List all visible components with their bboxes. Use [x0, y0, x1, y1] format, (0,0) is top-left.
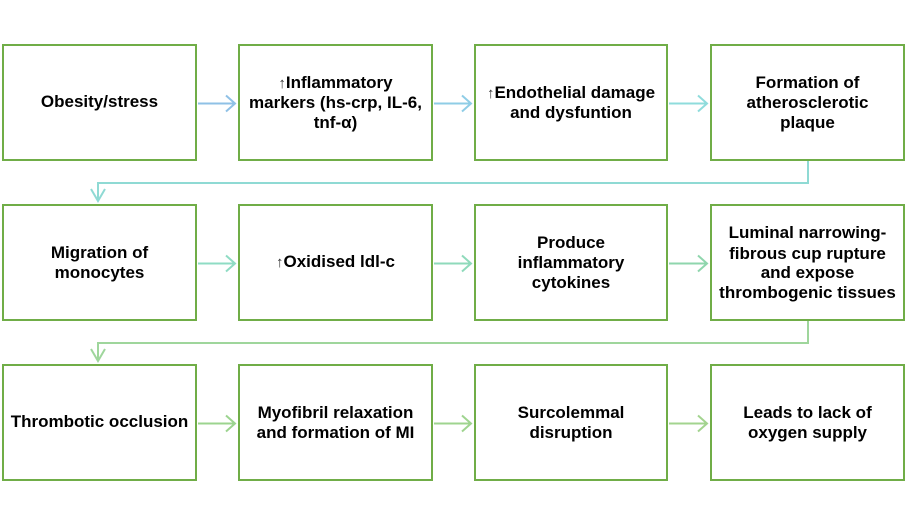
arrow-right-head-icon [461, 254, 473, 273]
up-arrow-icon: ↑ [278, 74, 286, 92]
step-label: Myofibril relaxation and formation of MI [256, 402, 415, 443]
step-inflammatory-cytokines: Produce inflammatory cytokines [474, 204, 668, 321]
step-oxidised-ldl: ↑Oxidised ldl-c [238, 204, 433, 321]
arrow-right-head-icon [225, 414, 237, 433]
arrow-right-head-icon [461, 414, 473, 433]
step-label: Thrombotic occlusion [10, 412, 189, 432]
step-label: Migration of monocytes [50, 242, 149, 283]
step-obesity-stress: Obesity/stress [2, 44, 197, 161]
step-label: ↑Inflammatory markers (hs-crp, IL-6, tnf… [249, 72, 422, 132]
arrow-right-head-icon [461, 94, 473, 113]
step-label: Obesity/stress [40, 92, 159, 112]
step-label: Produce inflammatory cytokines [517, 232, 625, 292]
arrow-down-head-icon [90, 348, 106, 363]
up-arrow-icon: ↑ [486, 84, 495, 102]
step-myofibril-relaxation: Myofibril relaxation and formation of MI [238, 364, 433, 481]
arrow-right-head-icon [225, 254, 237, 273]
step-atherosclerotic-plaque: Formation of atherosclerotic plaque [710, 44, 905, 161]
step-surcolemmal-disruption: Surcolemmal disruption [474, 364, 668, 481]
arrow-right-head-icon [225, 94, 237, 113]
step-label: ↑Oxidised ldl-c [276, 252, 395, 272]
arrow-right-head-icon [697, 414, 709, 433]
step-label: Luminal narrowing-fibrous cup rupture an… [719, 223, 896, 302]
arrow-right-head-icon [697, 94, 709, 113]
arrow-down-head-icon [90, 188, 106, 203]
step-label: Leads to lack of oxygen supply [743, 402, 872, 443]
step-label: Surcolemmal disruption [517, 402, 625, 443]
step-label: ↑Endothelial damage and dysfuntion [486, 82, 656, 123]
arrow-right-head-icon [697, 254, 709, 273]
step-migration-monocytes: Migration of monocytes [2, 204, 197, 321]
step-lack-of-oxygen: Leads to lack of oxygen supply [710, 364, 905, 481]
step-thrombotic-occlusion: Thrombotic occlusion [2, 364, 197, 481]
up-arrow-icon: ↑ [276, 254, 284, 272]
step-endothelial-damage: ↑Endothelial damage and dysfuntion [474, 44, 668, 161]
return-connector [97, 321, 809, 361]
step-luminal-narrowing: Luminal narrowing-fibrous cup rupture an… [710, 204, 905, 321]
step-inflammatory-markers: ↑Inflammatory markers (hs-crp, IL-6, tnf… [238, 44, 433, 161]
step-label: Formation of atherosclerotic plaque [746, 72, 869, 132]
return-connector [97, 161, 809, 201]
